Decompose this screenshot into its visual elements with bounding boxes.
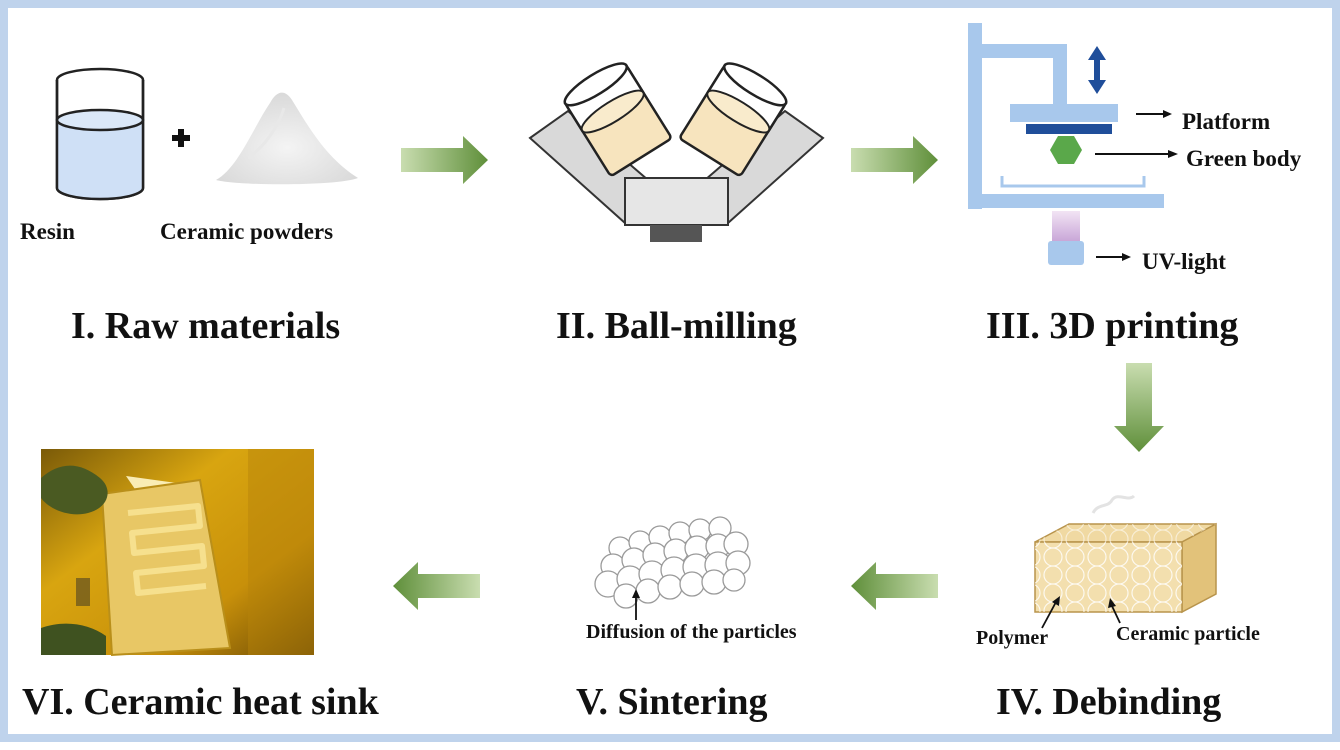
diffusion-label: Diffusion of the particles <box>586 621 797 643</box>
step-5-title: V. Sintering <box>576 681 768 723</box>
flow-arrow-2 <box>851 136 938 184</box>
polymer-label: Polymer <box>976 627 1049 649</box>
pointer-arrow-icon <box>1136 110 1172 118</box>
resin-label: Resin <box>20 219 75 244</box>
platform-label: Platform <box>1182 109 1271 134</box>
ceramic-powders-label: Ceramic powders <box>160 219 334 244</box>
debinding-block-icon <box>1034 494 1217 614</box>
uv-light-label: UV-light <box>1142 249 1226 274</box>
resin-beaker-icon <box>55 67 145 201</box>
sintered-particles-icon <box>594 516 751 609</box>
pointer-arrow-icon <box>1041 596 1060 629</box>
step-3-title: III. 3D printing <box>986 305 1239 347</box>
pointer-arrow-icon <box>1096 253 1131 261</box>
3d-printer-icon <box>968 23 1164 265</box>
flow-arrow-1 <box>401 136 488 184</box>
flow-arrow-3 <box>1114 363 1164 452</box>
flow-arrow-5 <box>393 562 480 610</box>
ball-mill-icon <box>528 62 825 242</box>
pointer-arrow-icon <box>1108 598 1121 624</box>
pointer-arrow-icon <box>632 589 640 620</box>
flow-arrow-4 <box>851 562 938 610</box>
green-body-label: Green body <box>1186 146 1302 171</box>
step-1-title: I. Raw materials <box>71 305 341 347</box>
step-6-title: VI. Ceramic heat sink <box>22 681 379 723</box>
step-2-title: II. Ball-milling <box>556 305 797 347</box>
pointer-arrow-icon <box>1095 150 1178 158</box>
ceramic-particle-label: Ceramic particle <box>1116 623 1260 645</box>
heat-sink-photo <box>41 449 314 657</box>
plus-icon <box>172 129 190 147</box>
step-4-title: IV. Debinding <box>996 681 1222 723</box>
diagram-graphics <box>41 23 1217 657</box>
vertical-motion-arrow-icon <box>1088 46 1106 94</box>
ceramic-powder-pile-icon <box>216 92 358 185</box>
